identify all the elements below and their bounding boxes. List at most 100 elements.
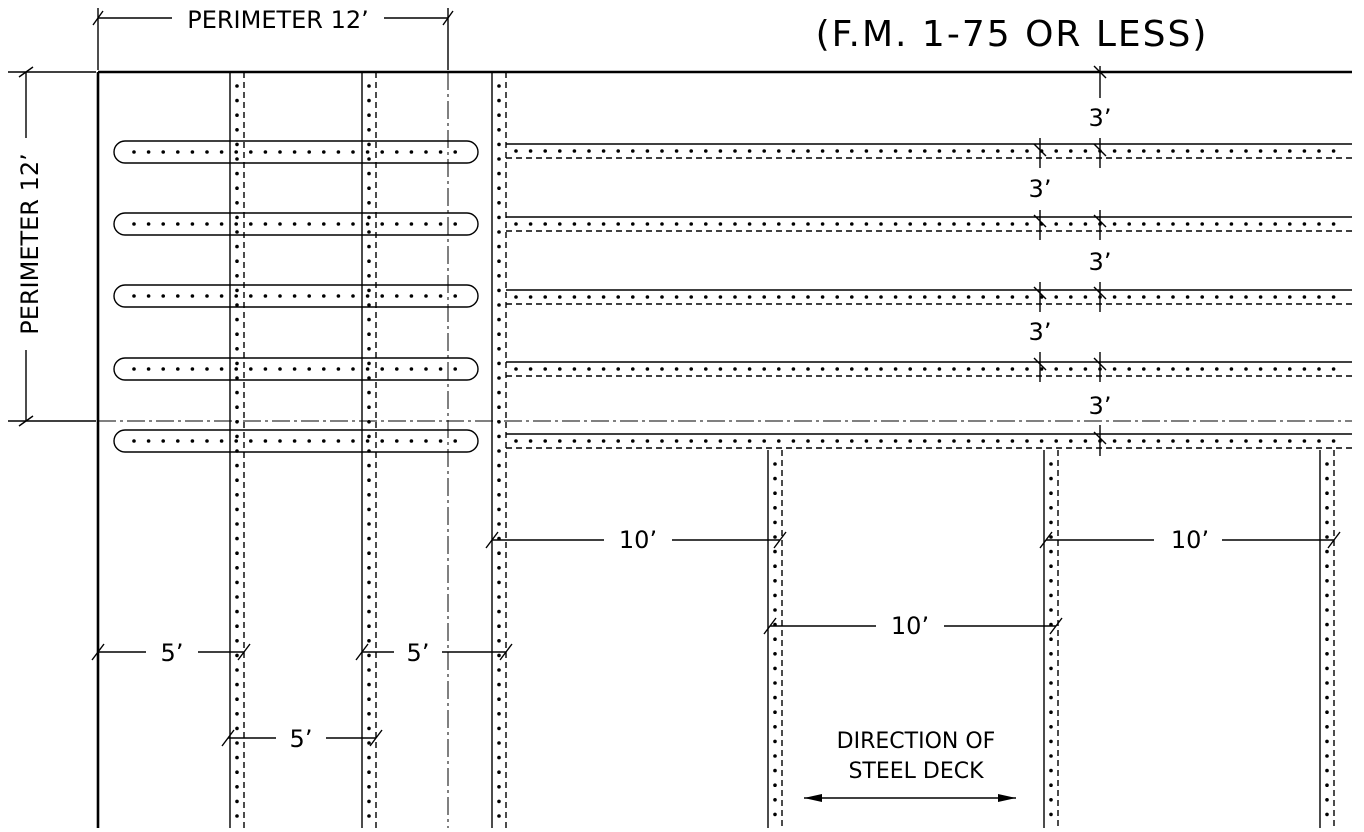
fastener-dot — [395, 367, 399, 371]
fastener-dot — [263, 294, 268, 298]
fastener-dot — [631, 149, 635, 153]
field-sheet-row — [506, 361, 1352, 377]
fastener-dot — [307, 150, 312, 154]
fastener-dot — [219, 150, 224, 154]
fastener-dot — [820, 439, 825, 443]
fastener-dot — [773, 564, 777, 568]
fastener-dot — [395, 294, 399, 298]
perimeter-sheet-row — [113, 212, 479, 236]
fastener-dot — [380, 150, 385, 154]
fastener-dot — [773, 695, 777, 700]
vertical-sheet-strip — [767, 450, 783, 828]
vertical-sheet-strip — [491, 72, 507, 828]
fastener-dot — [1049, 798, 1053, 802]
fastener-dot — [1127, 295, 1131, 299]
fastener-dot — [952, 367, 956, 371]
fastener-dot — [497, 434, 501, 439]
fastener-dot — [367, 157, 371, 161]
fastener-dot — [190, 367, 195, 371]
fastener-dot — [1171, 295, 1175, 299]
fastener-dot — [514, 222, 518, 226]
fastener-dot — [234, 150, 238, 154]
fastener-dot — [981, 149, 985, 153]
direction-note-line1: DIRECTION OF — [837, 729, 996, 754]
fastener-dot — [367, 682, 371, 687]
perimeter-sheet-outline — [113, 284, 479, 308]
fastener-dot — [1200, 439, 1204, 443]
dim-10ft-label: 10’ — [891, 612, 929, 640]
perimeter-sheet-outline — [113, 212, 479, 236]
fastener-dot — [1258, 367, 1263, 371]
fastener-dot — [572, 222, 577, 226]
fastener-dot — [497, 668, 501, 672]
fastener-dot — [1171, 149, 1175, 153]
fastener-dot — [806, 295, 810, 299]
fastener-dot — [1010, 149, 1015, 153]
fastener-dot — [806, 439, 810, 443]
fastener-dot — [235, 361, 239, 366]
fastener-dot — [1185, 149, 1190, 153]
fastener-dot — [850, 295, 854, 299]
fastener-dot — [322, 222, 326, 226]
fastener-dot — [718, 439, 723, 443]
fastener-dot — [235, 244, 239, 249]
fastener-dot — [190, 150, 195, 154]
fastener-dot — [235, 84, 239, 88]
fastener-dot — [205, 222, 209, 226]
fastener-dot — [132, 222, 136, 226]
fastener-dot — [835, 222, 839, 226]
perimeter-sheet-row — [113, 429, 479, 453]
fastener-dot — [497, 624, 501, 628]
perimeter-sheet-row — [113, 140, 479, 164]
fastener-dot — [820, 367, 825, 371]
fastener-dot — [235, 420, 239, 424]
fastener-dot — [616, 439, 620, 443]
fastener-dot — [424, 150, 428, 154]
fastener-dot — [146, 294, 151, 298]
fastener-dot — [1069, 439, 1073, 443]
fastener-dot — [1244, 367, 1248, 371]
fastener-dot — [773, 710, 777, 714]
fastener-dot — [307, 294, 312, 298]
fastener-dot — [367, 376, 371, 380]
fastener-dot — [1273, 222, 1277, 226]
fastener-dot — [773, 520, 777, 525]
fastener-dot — [966, 367, 971, 371]
fastener-dot — [365, 439, 370, 443]
fastener-dot — [351, 439, 355, 443]
fastener-dot — [1083, 439, 1088, 443]
fastener-dot — [864, 222, 869, 226]
fastener-dot — [850, 439, 854, 443]
fastener-dot — [278, 294, 282, 298]
fastener-dot — [747, 295, 752, 299]
fastener-dot — [587, 149, 591, 153]
fastener-dot — [497, 332, 501, 337]
fastener-dot — [322, 367, 326, 371]
fastener-dot — [292, 150, 297, 154]
fastener-dot — [497, 347, 501, 351]
fastener-dot — [497, 186, 501, 190]
fastener-dot — [1083, 367, 1088, 371]
fastener-dot — [1325, 579, 1329, 583]
fastener-dot — [497, 478, 501, 483]
fastener-dot — [1302, 222, 1307, 226]
fastener-dot — [850, 222, 854, 226]
fastener-dot — [367, 274, 371, 278]
fastener-dot — [235, 712, 239, 716]
fastener-dot — [791, 222, 796, 226]
fastener-dot — [235, 215, 239, 220]
fastener-dot — [235, 376, 239, 380]
fastener-dot — [689, 439, 693, 443]
fastener-dot — [367, 639, 371, 643]
fastener-dot — [893, 439, 898, 443]
fastener-dot — [514, 439, 518, 443]
fastener-dot — [1258, 295, 1263, 299]
fastener-dot — [601, 149, 606, 153]
fastener-dot — [952, 149, 956, 153]
fastener-dot — [395, 222, 399, 226]
fastener-dot — [773, 476, 777, 481]
fastener-dot — [219, 367, 224, 371]
fastener-dot — [1171, 222, 1175, 226]
fastener-dot — [497, 463, 501, 468]
